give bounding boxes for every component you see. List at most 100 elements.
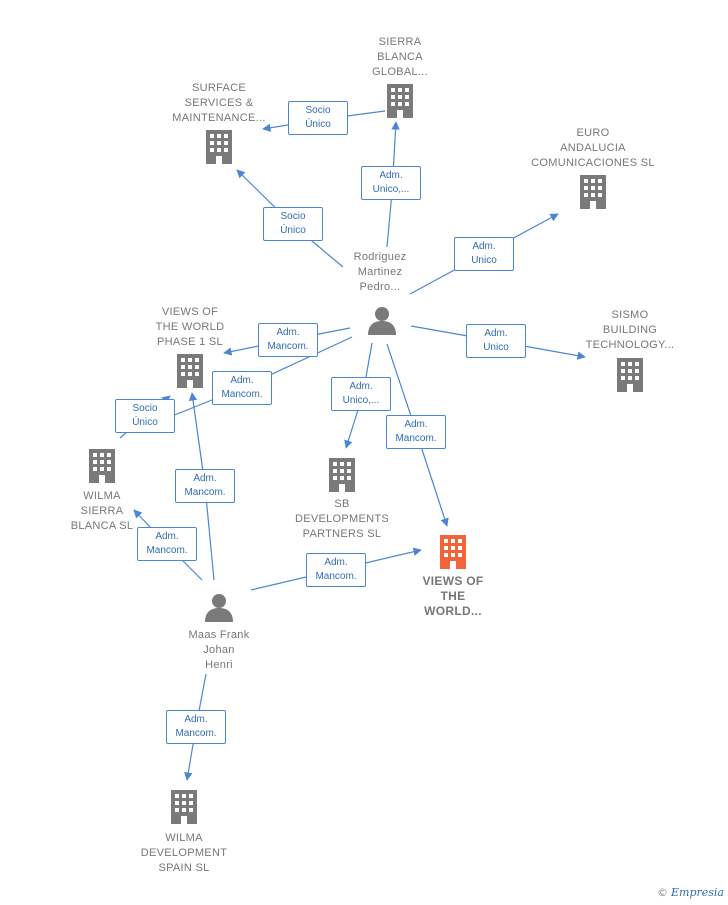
brand-logo: Empresia [671, 886, 724, 899]
node-label-line: Pedro... [359, 281, 401, 293]
edge-label-line: Adm. [472, 241, 496, 252]
node-label-line: PHASE 1 SL [157, 336, 223, 348]
edge-label-line: Mancom. [395, 433, 437, 444]
node-label-line: WILMA [165, 832, 203, 844]
node-label-line: PARTNERS SL [302, 528, 382, 540]
edge-label-line: Adm. [230, 375, 254, 386]
edge-label-e12[interactable]: Adm. Mancom. [137, 527, 197, 561]
node-label-line: EURO [576, 127, 610, 139]
building-icon[interactable] [89, 449, 115, 483]
node-label-sierra[interactable]: SIERRA BLANCA GLOBAL... [335, 35, 465, 80]
edge-label-line: Mancom. [221, 389, 263, 400]
edge-label-e7[interactable]: Adm. Mancom. [212, 371, 272, 405]
node-label-line: Martinez [357, 266, 403, 278]
edge-label-line: Adm. [155, 531, 179, 542]
node-label-line: MAINTENANCE... [172, 112, 266, 124]
edge-label-line: Adm. [484, 328, 508, 339]
node-label-line: SISMO [611, 309, 649, 321]
node-label-surface[interactable]: SURFACE SERVICES & MAINTENANCE... [154, 81, 284, 126]
node-label-line: BLANCA SL [70, 520, 134, 532]
edge-label-line: Adm. [349, 381, 373, 392]
person-icon[interactable] [205, 594, 233, 622]
edge-label-line: Mancom. [267, 341, 309, 352]
edge-label-line: Mancom. [315, 571, 357, 582]
edge-label-line: Socio [132, 403, 158, 414]
node-label-line: SPAIN SL [158, 862, 210, 874]
node-label-line: SIERRA [378, 36, 422, 48]
building-icon[interactable] [580, 175, 606, 209]
copyright-icon: © [657, 886, 668, 899]
edge-label-line: Único [305, 119, 331, 130]
node-label-euro[interactable]: EURO ANDALUCIA COMUNICACIONES SL [528, 126, 658, 171]
node-label-line: THE [440, 589, 466, 603]
node-label-line: SERVICES & [184, 97, 254, 109]
node-label-line: WORLD... [424, 604, 482, 618]
edge-label-e14[interactable]: Adm. Mancom. [166, 710, 226, 744]
edge-label-e11[interactable]: Adm. Mancom. [175, 469, 235, 503]
edge-label-e10[interactable]: Adm. Mancom. [386, 415, 446, 449]
edge-label-line: Unico,... [342, 395, 380, 406]
node-label-line: SIERRA [80, 505, 124, 517]
edge-label-line: Unico,... [372, 184, 410, 195]
node-label-line: WILMA [83, 490, 121, 502]
edge-label-line: Mancom. [146, 545, 188, 556]
node-label-line: COMUNICACIONES SL [531, 157, 655, 169]
edge-label-line: Adm. [193, 473, 217, 484]
edge-label-line: Adm. [184, 714, 208, 725]
building-icon[interactable] [617, 358, 643, 392]
node-label-sb[interactable]: SB DEVELOPMENTS PARTNERS SL [277, 497, 407, 542]
person-icon[interactable] [368, 307, 396, 335]
building-icon[interactable] [171, 790, 197, 824]
building-icon[interactable] [387, 84, 413, 118]
edge-label-line: Mancom. [184, 487, 226, 498]
node-label-line: Henri [205, 659, 233, 671]
node-label-line: SB [334, 498, 350, 510]
edge-label-e9[interactable]: Adm. Unico,... [331, 377, 391, 411]
edge-label-line: Unico [483, 342, 509, 353]
edge-label-line: Socio [305, 105, 331, 116]
focus-building-icon[interactable] [440, 535, 466, 569]
node-label-wilma_sierra[interactable]: WILMA SIERRA BLANCA SL [37, 489, 167, 534]
node-label-line: THE WORLD [155, 321, 225, 333]
edge-label-e4[interactable]: Adm. Unico [454, 237, 514, 271]
node-label-line: Rodriguez [353, 251, 407, 263]
edge-label-line: Mancom. [175, 728, 217, 739]
edge-label-line: Adm. [404, 419, 428, 430]
node-label-line: VIEWS OF [161, 306, 219, 318]
node-label-line: Johan [203, 644, 235, 656]
node-label-line: ANDALUCIA [560, 142, 626, 154]
edge-label-e5[interactable]: Adm. Mancom. [258, 323, 318, 357]
edge-label-line: Único [280, 225, 306, 236]
node-label-line: BUILDING [602, 324, 658, 336]
node-label-line: SURFACE [191, 82, 247, 94]
edge-label-line: Único [132, 417, 158, 428]
building-icon[interactable] [177, 354, 203, 388]
edge-label-e2[interactable]: Adm. Unico,... [361, 166, 421, 200]
edges-layer [119, 110, 586, 781]
edge-label-line: Adm. [379, 170, 403, 181]
node-label-line: GLOBAL... [372, 66, 428, 78]
brand-footer[interactable]: ©Empresia [657, 886, 724, 899]
edge-label-e6[interactable]: Adm. Unico [466, 324, 526, 358]
building-icon[interactable] [329, 458, 355, 492]
node-label-line: VIEWS OF [422, 574, 484, 588]
edge-label-line: Adm. [324, 557, 348, 568]
node-label-line: Maas Frank [188, 629, 250, 641]
node-label-line: DEVELOPMENTS [294, 513, 390, 525]
edge-label-line: Socio [280, 211, 306, 222]
node-label-line: DEVELOPMENT [140, 847, 228, 859]
edge-label-line: Adm. [276, 327, 300, 338]
building-icon[interactable] [206, 130, 232, 164]
edge-label-e13[interactable]: Adm. Mancom. [306, 553, 366, 587]
node-label-wilma_dev[interactable]: WILMA DEVELOPMENT SPAIN SL [119, 831, 249, 876]
edge-label-line: Unico [471, 255, 497, 266]
node-label-views1[interactable]: VIEWS OF THE WORLD PHASE 1 SL [125, 305, 255, 350]
node-label-line: BLANCA [377, 51, 423, 63]
